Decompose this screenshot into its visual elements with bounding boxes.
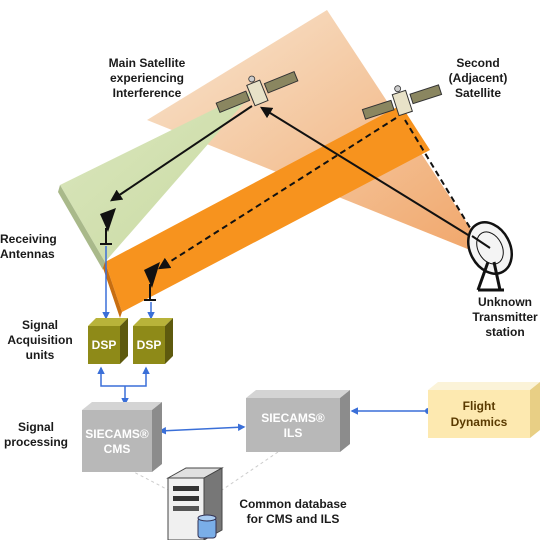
common-database-label: Common database for CMS and ILS (228, 497, 358, 527)
dsp-label: DSP (136, 338, 162, 352)
label-line: processing (3, 435, 69, 449)
receiving-antenna-icon (144, 262, 160, 301)
transmitter-dish-icon (467, 221, 513, 292)
database-server-icon (166, 467, 224, 540)
label-line: ILS (283, 426, 303, 440)
siecams-ils-box (246, 390, 350, 452)
label-line: (Adjacent) (448, 71, 508, 85)
transmitter-to-second-satellite-line (404, 119, 476, 237)
dsp-to-cms-connector (97, 366, 150, 387)
label-line: Antennas (0, 247, 55, 261)
main-satellite-label: Main Satellite experiencing Interference (92, 56, 202, 101)
label-line: SIECAMS® (261, 411, 325, 425)
label-line: Flight (462, 399, 496, 413)
signal-acquisition-label: Signal Acquisition units (0, 318, 80, 363)
label-line: experiencing (109, 71, 185, 85)
label-line: Main Satellite (108, 56, 186, 70)
label-line: station (485, 325, 525, 339)
main-satellite-to-antenna-arrow (110, 105, 253, 202)
main-satellite-icon (215, 70, 299, 114)
dsp-unit (88, 318, 128, 364)
label-line: Common database (239, 497, 347, 511)
second-satellite-icon (361, 84, 443, 120)
adjacent-satellite-downlink-beam (105, 105, 430, 312)
signal-processing-label: Signal processing (0, 420, 72, 450)
label-line: Transmitter (472, 310, 538, 324)
label-line: Acquisition (7, 333, 73, 347)
second-satellite-to-antenna-arrow (157, 117, 397, 270)
siecams-cms-box (82, 402, 162, 472)
label-line: Receiving (0, 232, 57, 246)
cms-ils-connector (158, 423, 246, 435)
label-line: Satellite (454, 86, 502, 100)
orange-beam-edge (103, 262, 122, 318)
label-line: Second (456, 56, 500, 70)
label-line: CMS (103, 442, 131, 456)
label-line: Interference (112, 86, 182, 100)
label-line: units (25, 348, 55, 362)
transmitter-to-main-satellite-arrow (259, 106, 474, 239)
second-satellite-label: Second (Adjacent) Satellite (438, 56, 518, 101)
label-line: Unknown (478, 295, 532, 309)
dsp-unit (133, 318, 173, 364)
label-line: Signal (17, 420, 54, 434)
receiving-antennas-label: Receiving Antennas (0, 232, 70, 262)
siecams-ils-label: SIECAMS® ILS (246, 411, 340, 441)
receiving-antenna-icon (100, 208, 116, 245)
label-line: Dynamics (450, 415, 508, 429)
main-beam-edge (58, 185, 105, 270)
siecams-cms-label: SIECAMS® CMS (82, 427, 152, 457)
dsp-label: DSP (91, 338, 117, 352)
label-line: for CMS and ILS (246, 512, 340, 526)
flight-dynamics-box (428, 382, 540, 438)
label-line: Signal (21, 318, 58, 332)
database-link (221, 451, 279, 491)
label-line: SIECAMS® (85, 427, 149, 441)
flight-dynamics-label: Flight Dynamics (428, 398, 530, 430)
unknown-transmitter-label: Unknown Transmitter station (462, 295, 548, 340)
